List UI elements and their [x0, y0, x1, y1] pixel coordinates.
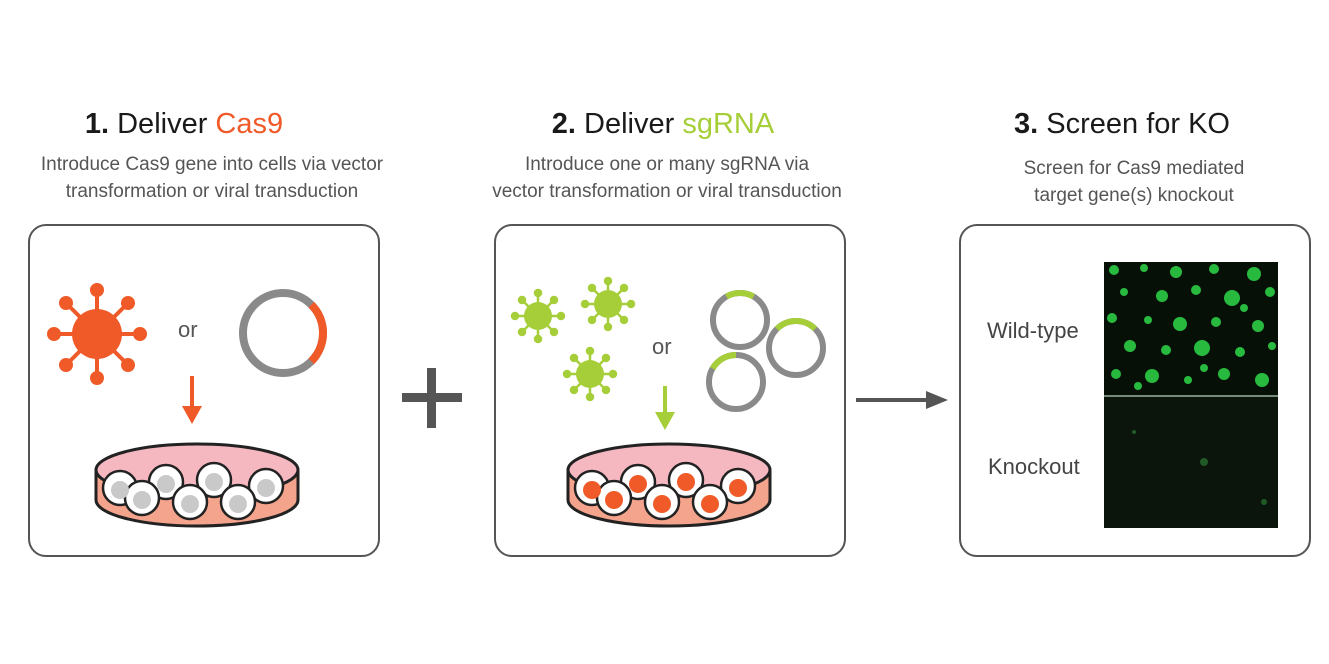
step-3-number: 3.	[1014, 108, 1039, 140]
virus-icon	[580, 276, 636, 332]
plasmid-icon	[766, 317, 826, 378]
step-1-number: 1.	[84, 108, 110, 140]
step-3-desc-line-1: Screen for Cas9 mediated	[1023, 158, 1245, 179]
virus-icon	[47, 283, 147, 385]
step-3-description: Screen for Cas9 mediated target gene(s) …	[1024, 155, 1245, 209]
plasmid-icon	[239, 289, 328, 377]
step-3-desc-line-2: target gene(s) knockout	[1034, 185, 1234, 206]
step-2-title-text: Deliver	[584, 108, 675, 140]
arrow-down-icon	[655, 386, 675, 430]
step-2-number: 2.	[551, 108, 576, 140]
step-2-desc-line-2: vector transformation or viral transduct…	[492, 181, 842, 202]
virus-icon	[562, 346, 618, 402]
fluorescence-micrograph	[1104, 262, 1278, 528]
step-1-desc-line-1: Introduce Cas9 gene into cells via vecto…	[40, 154, 384, 175]
panel-deliver-sgrna: or	[494, 224, 846, 557]
or-label: or	[178, 317, 198, 342]
step-2-description: Introduce one or many sgRNA via vector t…	[492, 151, 842, 205]
step-2-highlight: sgRNA	[682, 108, 775, 140]
knockout-label: Knockout	[988, 454, 1080, 479]
step-1-title-text: Deliver	[117, 108, 208, 140]
panel-deliver-cas9: or	[28, 224, 380, 557]
step-1-title: 1. Deliver Cas9	[85, 108, 283, 141]
wildtype-image	[1104, 262, 1278, 395]
petri-dish-icon	[566, 442, 772, 528]
step-3-title: 3. Screen for KO	[1014, 108, 1230, 141]
arrow-down-icon	[182, 376, 202, 424]
step-2-title: 2. Deliver sgRNA	[552, 108, 774, 141]
panel-screen-ko: Wild-type Knockout	[959, 224, 1311, 557]
step-2-desc-line-1: Introduce one or many sgRNA via	[524, 154, 810, 175]
plasmid-icon	[710, 290, 770, 350]
wildtype-label: Wild-type	[987, 318, 1079, 343]
step-1-highlight: Cas9	[215, 108, 284, 140]
knockout-image	[1104, 397, 1278, 528]
plus-icon	[402, 368, 462, 428]
arrow-right-icon	[856, 391, 948, 409]
step-1-description: Introduce Cas9 gene into cells via vecto…	[41, 151, 383, 205]
petri-dish-icon	[94, 442, 300, 528]
step-1-desc-line-2: transformation or viral transduction	[65, 181, 359, 202]
step-3-title-text: Screen for KO	[1046, 108, 1230, 140]
virus-icon	[510, 288, 566, 344]
or-label: or	[652, 334, 672, 359]
plasmid-icon	[706, 351, 766, 412]
